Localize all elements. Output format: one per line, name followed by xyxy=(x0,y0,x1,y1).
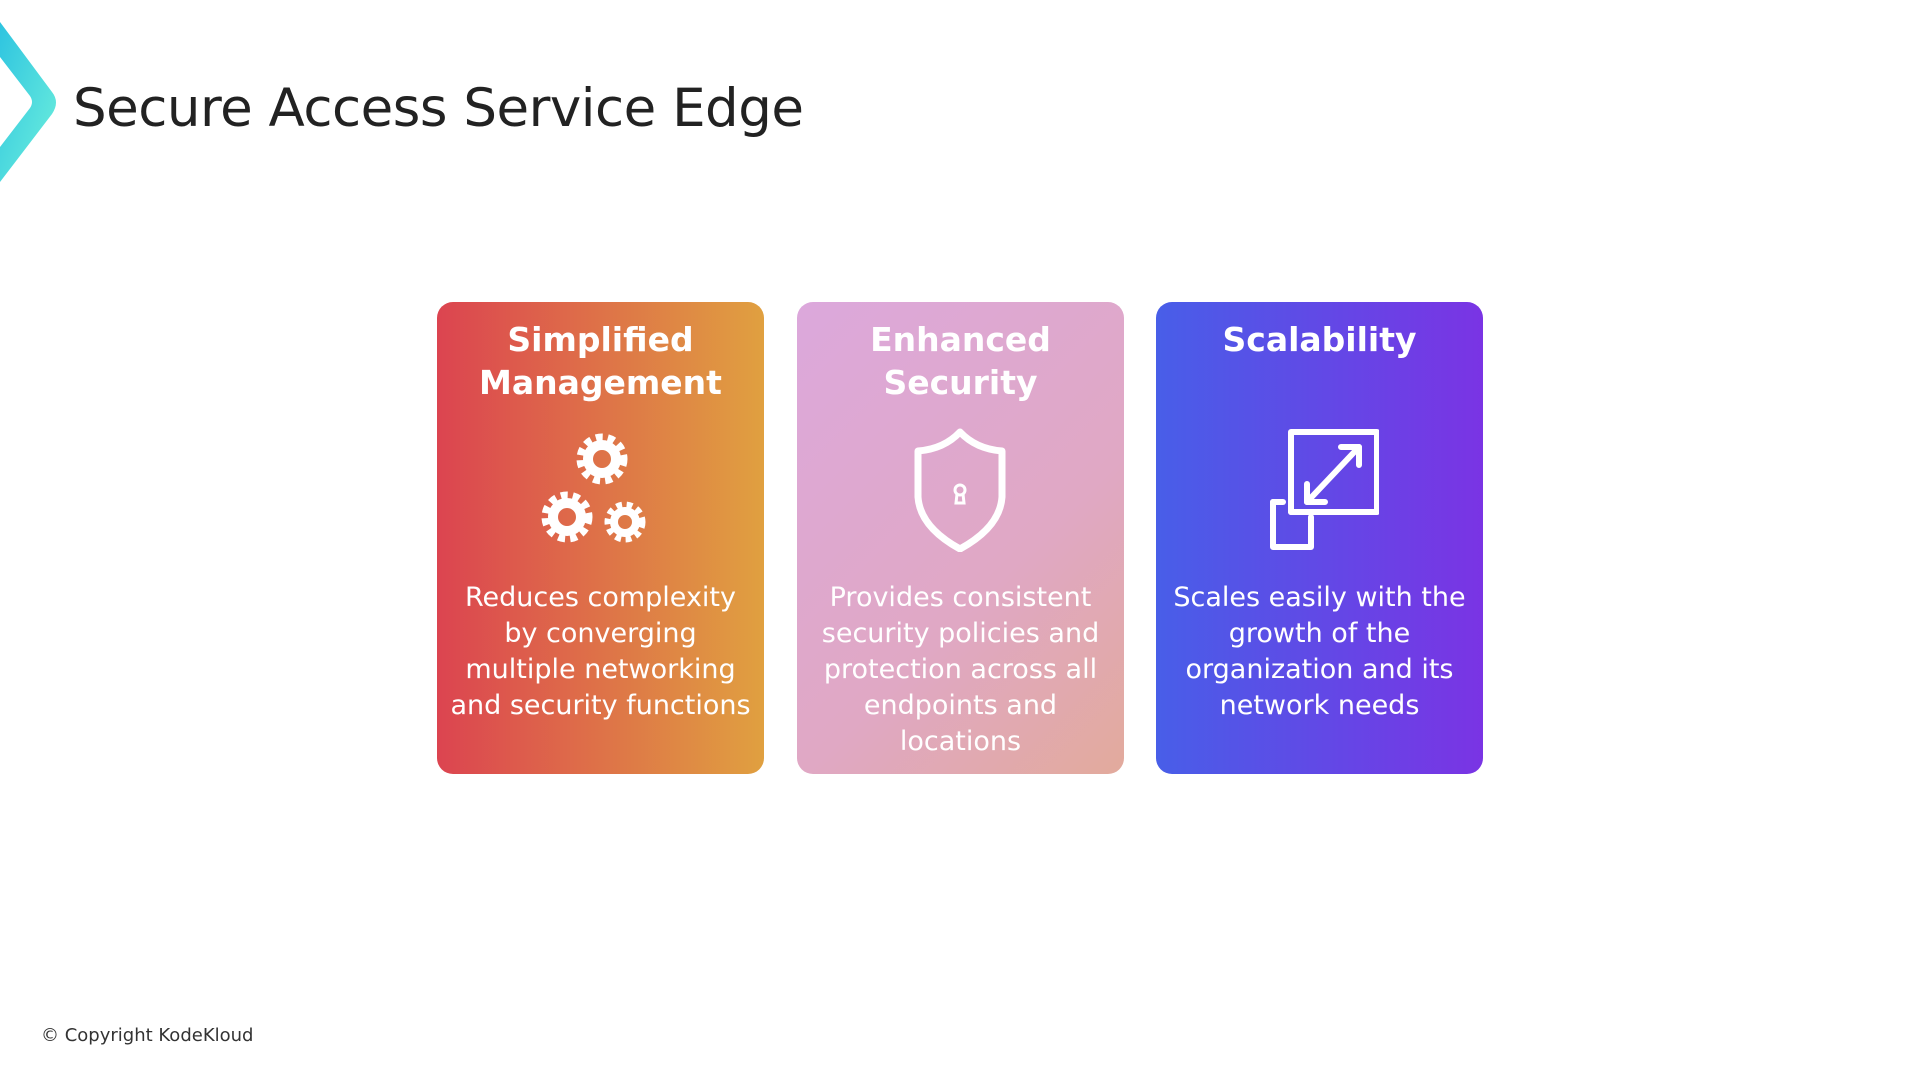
card-body: Scales easily with the growth of the org… xyxy=(1173,582,1466,721)
scale-resize-icon xyxy=(1270,429,1379,550)
card-title: Simplified Management xyxy=(479,320,722,402)
card-simplified-management: Simplified Management Reduces complexity… xyxy=(437,302,764,774)
card-body: Reduces complexity by converging multipl… xyxy=(450,582,751,721)
card-enhanced-security: Enhanced Security Provides consistent se… xyxy=(797,302,1124,774)
card-title: Enhanced Security xyxy=(870,320,1051,402)
page-title: Secure Access Service Edge xyxy=(73,78,804,139)
shield-lock-icon xyxy=(914,428,1006,552)
gears-icon xyxy=(541,433,646,543)
card-scalability: Scalability Scales easily with the growt… xyxy=(1156,302,1483,774)
copyright-footer: © Copyright KodeKloud xyxy=(41,1025,254,1046)
logo-chevron-icon xyxy=(0,22,56,182)
card-title: Scalability xyxy=(1222,320,1417,359)
card-body: Provides consistent security policies an… xyxy=(821,582,1100,757)
